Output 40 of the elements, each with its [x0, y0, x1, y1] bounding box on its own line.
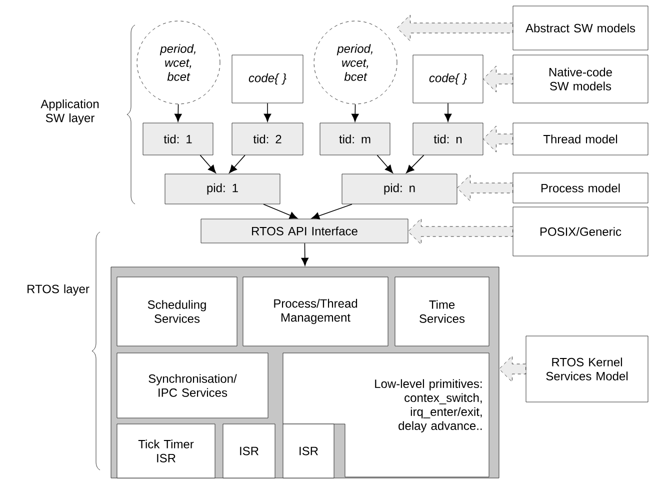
code-box: code{ }	[412, 54, 484, 104]
block-arrow	[408, 218, 513, 245]
block-arrow	[483, 66, 513, 92]
arrow	[229, 154, 246, 174]
model-box: Abstract SW models	[512, 6, 648, 50]
arrow	[200, 154, 216, 174]
service-box: Scheduling Services	[116, 276, 238, 346]
interface-box: RTOS API Interface	[200, 218, 408, 244]
process-box: pid: n	[342, 174, 458, 204]
layer-label: RTOS layer	[28, 284, 90, 296]
thread-box: tid: m	[320, 122, 390, 156]
arrow	[444, 102, 452, 122]
thread-box: tid: 2	[232, 122, 304, 156]
model-box: Process model	[512, 172, 648, 204]
isr-box: ISR	[222, 424, 276, 478]
arrow	[376, 154, 393, 174]
thread-box: tid: 1	[142, 122, 214, 156]
arrow	[264, 102, 272, 122]
isr-box: Tick Timer ISR	[116, 424, 216, 478]
model-box: POSIX/Generic	[512, 206, 648, 256]
model-box: RTOS Kernel Services Model	[526, 336, 648, 402]
arrow	[406, 154, 424, 174]
model-box: Thread model	[512, 122, 648, 156]
process-box: pid: 1	[164, 174, 280, 204]
service-box: Time Services	[394, 276, 490, 346]
isr-box: ISR	[282, 424, 334, 478]
block-arrow	[483, 126, 513, 152]
block-arrow	[397, 14, 513, 42]
arrow	[301, 242, 309, 266]
block-arrow	[499, 356, 526, 382]
model-box: Native-code SW models	[512, 54, 648, 104]
code-box: code{ }	[232, 54, 304, 104]
arrow	[174, 104, 182, 122]
arrow	[352, 104, 359, 122]
arrow	[311, 204, 352, 220]
service-box: Synchronisation/ IPC Services	[116, 352, 268, 418]
thread-box: tid: n	[412, 122, 484, 156]
service-box: Process/Thread Management	[242, 276, 388, 346]
block-arrow	[457, 174, 513, 202]
layer-label: Application SW layer	[40, 99, 99, 125]
